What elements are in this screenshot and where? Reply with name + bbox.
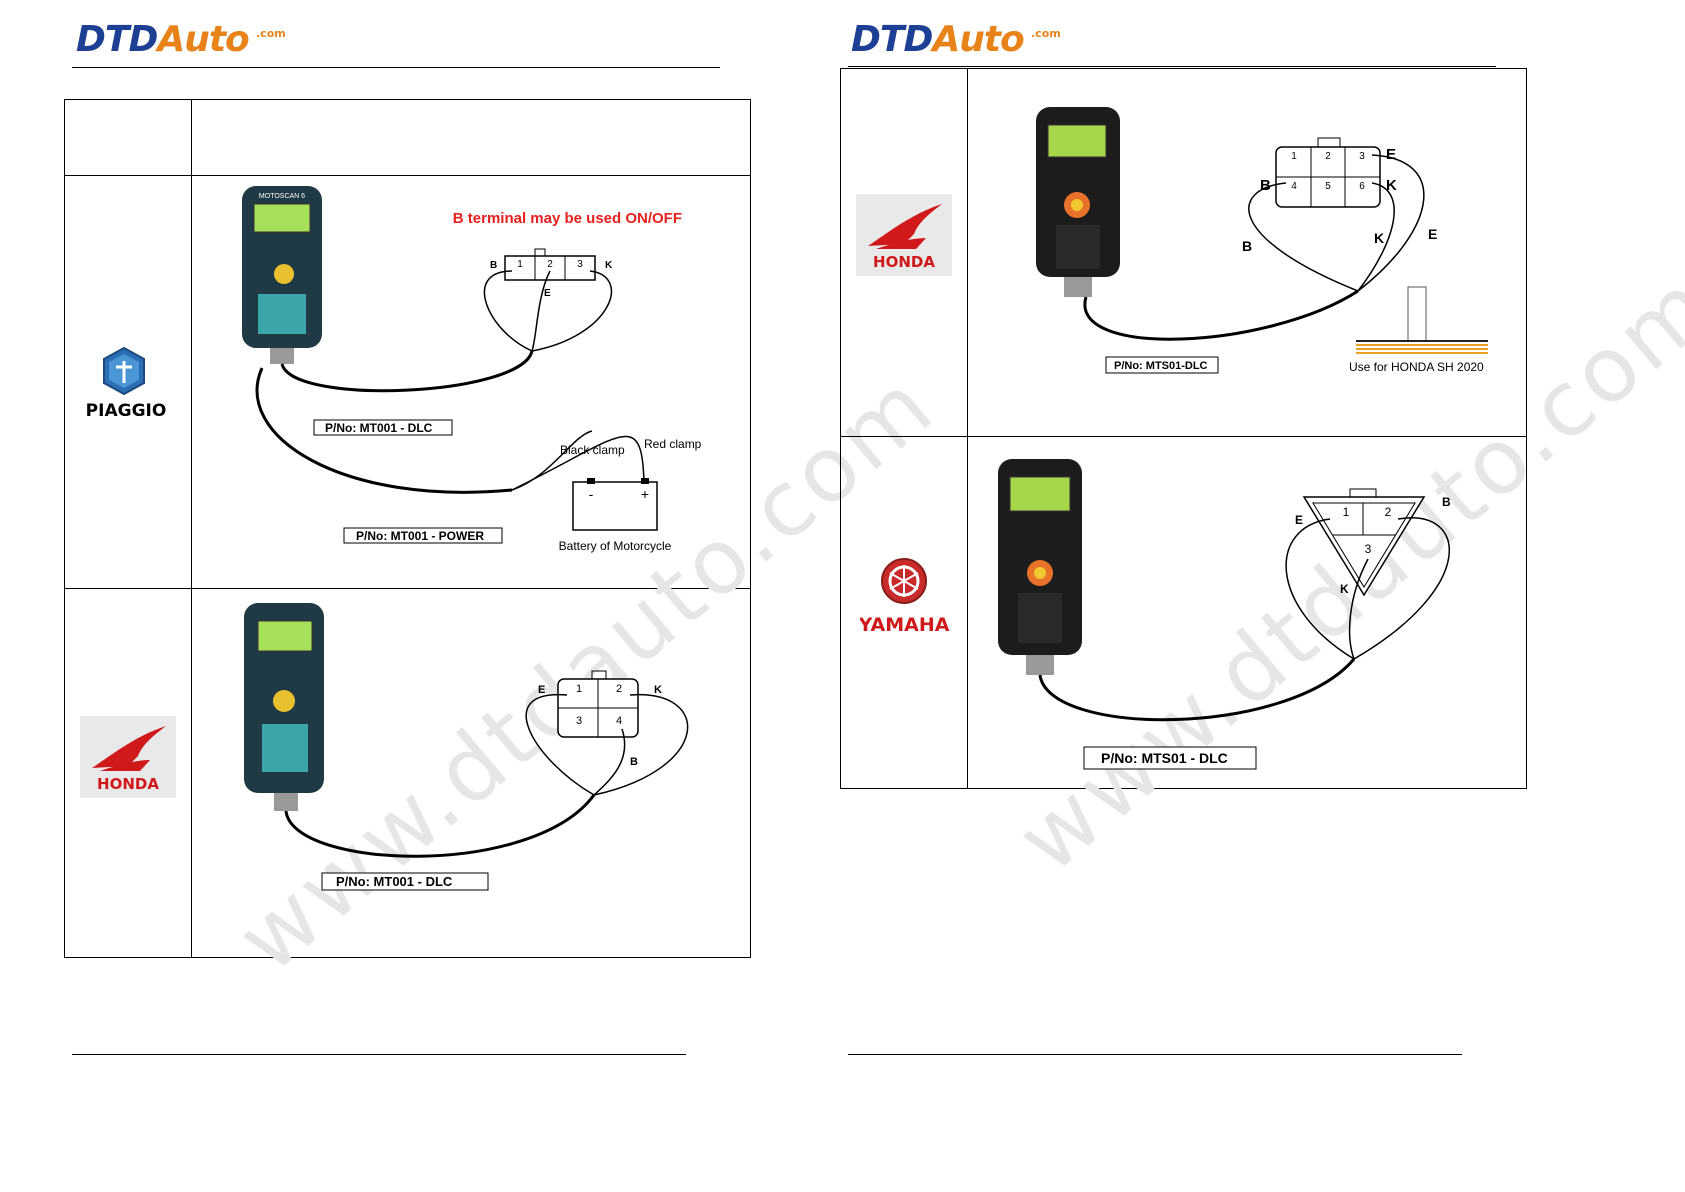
- yamaha-label-k: K: [1340, 582, 1349, 596]
- piaggio-label-b: B: [490, 260, 497, 271]
- logo-com-text: .com: [256, 27, 286, 40]
- piaggio-pin-3: 3: [577, 259, 583, 270]
- piaggio-label-k: K: [605, 260, 613, 271]
- honda-brand-label-left: HONDA: [97, 775, 159, 793]
- honda-wing-icon: HONDA: [92, 726, 166, 793]
- honda-right-pin-3: 3: [1359, 151, 1365, 162]
- yamaha-connector: 1 2 3: [1302, 488, 1426, 597]
- yamaha-logo: YAMAHA: [858, 555, 950, 637]
- right-header-logo: DTDAuto .com: [851, 19, 1061, 60]
- battery-minus: -: [589, 486, 594, 502]
- honda-left-label-b: B: [630, 756, 638, 768]
- piaggio-pin-2: 2: [547, 259, 553, 270]
- yamaha-pin-2: 2: [1385, 505, 1392, 519]
- right-table-row-divider: [840, 436, 1527, 437]
- left-table-row-divider-2: [64, 588, 751, 589]
- right-table: [840, 68, 1527, 789]
- left-header-rule: [72, 67, 720, 68]
- honda-right-pin-6: 6: [1359, 181, 1365, 192]
- right-footer-rule: [848, 1054, 1462, 1055]
- piaggio-note: B terminal may be used ON/OFF: [453, 210, 682, 227]
- honda-right-pin-1: 1: [1291, 151, 1297, 162]
- yamaha-tuning-fork-icon: YAMAHA: [858, 558, 950, 636]
- yamaha-pin-3: 3: [1365, 542, 1372, 556]
- logo-auto-text: Auto: [157, 19, 249, 60]
- honda-right-label-k2: K: [1374, 230, 1384, 246]
- honda-left-pin-2: 2: [616, 683, 622, 695]
- logo-auto-text-right: Auto: [932, 19, 1024, 60]
- honda-left-pin-3: 3: [576, 715, 582, 727]
- honda-brand-label-right: HONDA: [873, 253, 935, 271]
- scanner-device-6-b: [244, 603, 324, 811]
- honda-logo-left: HONDA: [80, 716, 176, 798]
- logo-dtd-text: DTD: [76, 19, 158, 60]
- piaggio-power-label: P/No: MT001 - POWER: [356, 529, 484, 543]
- left-table-row-divider-1: [64, 175, 751, 176]
- battery-label: Battery of Motorcycle: [559, 539, 672, 553]
- honda-right-label-e: E: [1386, 146, 1396, 163]
- yamaha-wiring-diagram: 1 2 3 E B K P/No: MTS01 - DLC: [998, 459, 1451, 770]
- scanner-device-7: [1036, 107, 1120, 297]
- left-footer-rule: [72, 1054, 686, 1055]
- left-table: [64, 99, 751, 958]
- honda-right-label-b2: B: [1242, 238, 1252, 254]
- piaggio-emblem-icon: PIAGGIO: [86, 346, 167, 421]
- honda-right-pin-2: 2: [1325, 151, 1331, 162]
- yamaha-dlc-label: P/No: MTS01 - DLC: [1101, 750, 1228, 766]
- scanner-device-6: MOTOSCAN 6: [242, 186, 322, 364]
- honda-logo-right: HONDA: [856, 194, 952, 276]
- sh2020-note: Use for HONDA SH 2020: [1349, 360, 1484, 374]
- honda-right-dlc-label: P/No: MTS01-DLC: [1114, 360, 1208, 372]
- logo-dtd-text-right: DTD: [851, 19, 933, 60]
- left-header-logo: DTDAuto .com: [76, 19, 286, 60]
- piaggio-connector: 1 2 3: [504, 248, 596, 281]
- yamaha-label-b: B: [1442, 495, 1451, 509]
- honda-left-dlc-label: P/No: MT001 - DLC: [336, 874, 453, 889]
- yamaha-brand-label: YAMAHA: [860, 614, 950, 636]
- honda-wiring-diagram-left: 1 2 3 4 E K B P/No: MT001 - DLC: [244, 603, 689, 891]
- honda-right-label-b: B: [1260, 177, 1271, 194]
- yamaha-label-e: E: [1295, 513, 1303, 527]
- battery-icon: - +: [572, 478, 658, 531]
- honda-right-label-e2: E: [1428, 226, 1437, 242]
- sh2020-adapter-icon: [1356, 286, 1488, 354]
- scanner-device-7-b: [998, 459, 1082, 675]
- piaggio-label-e: E: [544, 288, 551, 299]
- honda-left-pin-4: 4: [616, 715, 622, 727]
- honda-right-pin-4: 4: [1291, 181, 1297, 192]
- piaggio-dlc-label: P/No: MT001 - DLC: [325, 421, 433, 435]
- honda-left-label-k: K: [654, 684, 662, 696]
- piaggio-wiring-diagram: MOTOSCAN 6 B terminal may be used ON/OFF…: [242, 186, 702, 553]
- black-clamp-label: Black clamp: [560, 443, 625, 457]
- honda-right-connector: 1 2 3 4 5 6: [1275, 137, 1381, 208]
- honda-wing-icon-right: HONDA: [868, 204, 942, 271]
- logo-com-text-right: .com: [1031, 27, 1061, 40]
- honda-connector-left: 1 2 3 4: [557, 670, 639, 738]
- scanner-name-label: MOTOSCAN 6: [259, 193, 305, 200]
- right-table-col-divider: [967, 68, 968, 789]
- honda-left-label-e: E: [538, 684, 545, 696]
- right-header-rule: [848, 66, 1496, 67]
- honda-left-pin-1: 1: [576, 683, 582, 695]
- piaggio-pin-1: 1: [517, 259, 523, 270]
- honda-right-pin-5: 5: [1325, 181, 1331, 192]
- piaggio-brand-label: PIAGGIO: [86, 401, 167, 421]
- honda-wiring-diagram-right: 1 2 3 4 5 6 E B K B K E P/No: MTS01-DLC …: [1036, 107, 1488, 374]
- red-clamp-label: Red clamp: [644, 437, 702, 451]
- piaggio-logo: PIAGGIO: [78, 345, 178, 425]
- left-table-col-divider: [191, 99, 192, 958]
- battery-plus: +: [641, 486, 649, 502]
- honda-right-label-k: K: [1386, 177, 1397, 194]
- yamaha-pin-1: 1: [1343, 505, 1350, 519]
